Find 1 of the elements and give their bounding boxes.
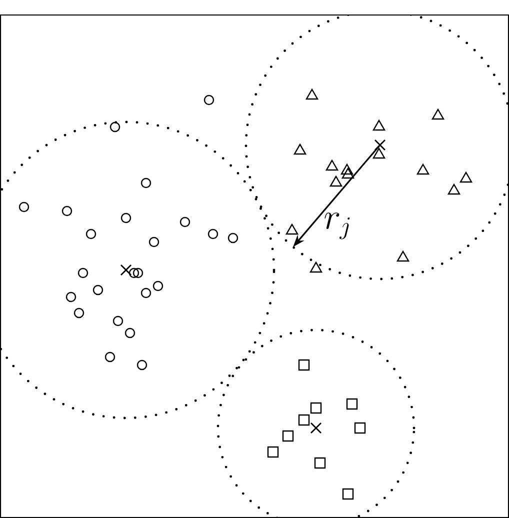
radius-label: $r_j$ [324,212,350,240]
